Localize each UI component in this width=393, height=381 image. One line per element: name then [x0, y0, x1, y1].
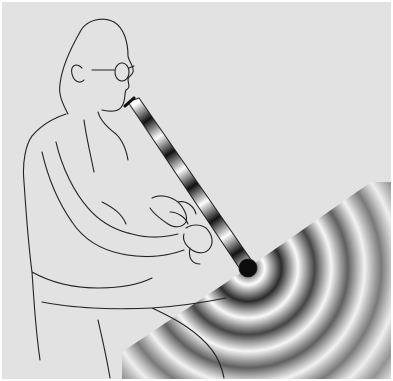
clarinet-wave-illustration: [2, 2, 391, 379]
clarinet-bell: [239, 259, 257, 277]
